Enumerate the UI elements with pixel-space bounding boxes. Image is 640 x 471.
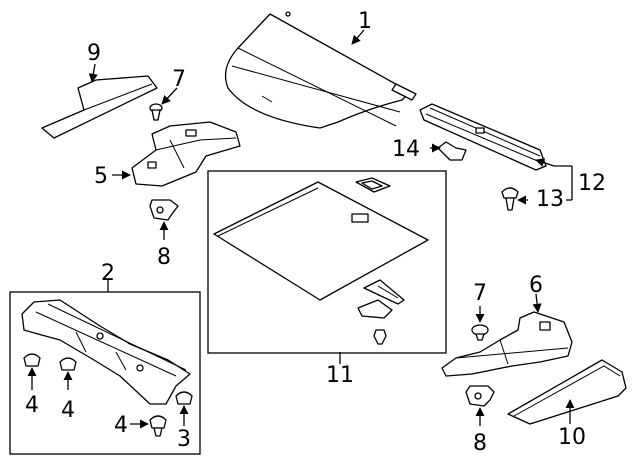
part-2-frame-bracket[interactable] bbox=[21, 299, 191, 405]
callout-4-b: 4 bbox=[61, 398, 75, 423]
callout-1: 1 bbox=[358, 9, 372, 34]
part-7-clip-right[interactable] bbox=[471, 324, 489, 341]
callout-4-c: 4 bbox=[114, 413, 128, 438]
callout-4-a: 4 bbox=[25, 393, 39, 418]
part-14-bracket[interactable] bbox=[437, 141, 467, 161]
part-6-bracket[interactable] bbox=[441, 311, 573, 377]
callout-3: 3 bbox=[177, 427, 191, 452]
part-8-retainer-left[interactable] bbox=[149, 199, 179, 221]
part-12-sill-plate[interactable] bbox=[419, 103, 547, 171]
callout-6: 6 bbox=[529, 273, 543, 298]
part-4-clip-b[interactable] bbox=[59, 357, 77, 371]
callout-8-left: 8 bbox=[157, 245, 171, 270]
part-11-hook[interactable] bbox=[363, 279, 405, 305]
callout-2: 2 bbox=[101, 261, 115, 286]
part-7-clip-top[interactable] bbox=[149, 103, 163, 121]
part-11-floor-mat[interactable] bbox=[213, 181, 429, 301]
callout-11: 11 bbox=[326, 363, 354, 388]
part-11-handle[interactable] bbox=[357, 299, 393, 319]
part-11-screw[interactable] bbox=[373, 329, 387, 345]
group-frame-2 bbox=[9, 291, 201, 455]
callout-9: 9 bbox=[87, 41, 101, 66]
part-3-clip[interactable] bbox=[175, 391, 193, 405]
part-4-clip-c[interactable] bbox=[149, 415, 167, 437]
callout-10: 10 bbox=[558, 425, 586, 450]
part-9-trim-panel[interactable] bbox=[41, 75, 158, 139]
leader-lines bbox=[27, 29, 575, 429]
part-10-trim-panel[interactable] bbox=[507, 359, 627, 425]
part-1-cargo-cover[interactable] bbox=[224, 11, 417, 129]
part-11-bezel[interactable] bbox=[355, 177, 391, 193]
callout-7-top: 7 bbox=[172, 67, 186, 92]
part-13-clip[interactable] bbox=[501, 187, 519, 211]
callout-labels: 1 9 7 5 8 14 12 13 11 2 4 4 4 3 6 7 8 10 bbox=[25, 9, 606, 456]
part-4-clip-a[interactable] bbox=[23, 353, 41, 367]
callout-8-right: 8 bbox=[473, 431, 487, 456]
callout-14: 14 bbox=[392, 137, 420, 162]
callout-13: 13 bbox=[536, 187, 564, 212]
callout-5: 5 bbox=[94, 164, 108, 189]
callout-7-right: 7 bbox=[473, 281, 487, 306]
part-8-retainer-right[interactable] bbox=[465, 385, 495, 407]
callout-12: 12 bbox=[578, 171, 606, 196]
part-5-bracket[interactable] bbox=[131, 121, 241, 187]
group-frame-11 bbox=[207, 170, 447, 354]
